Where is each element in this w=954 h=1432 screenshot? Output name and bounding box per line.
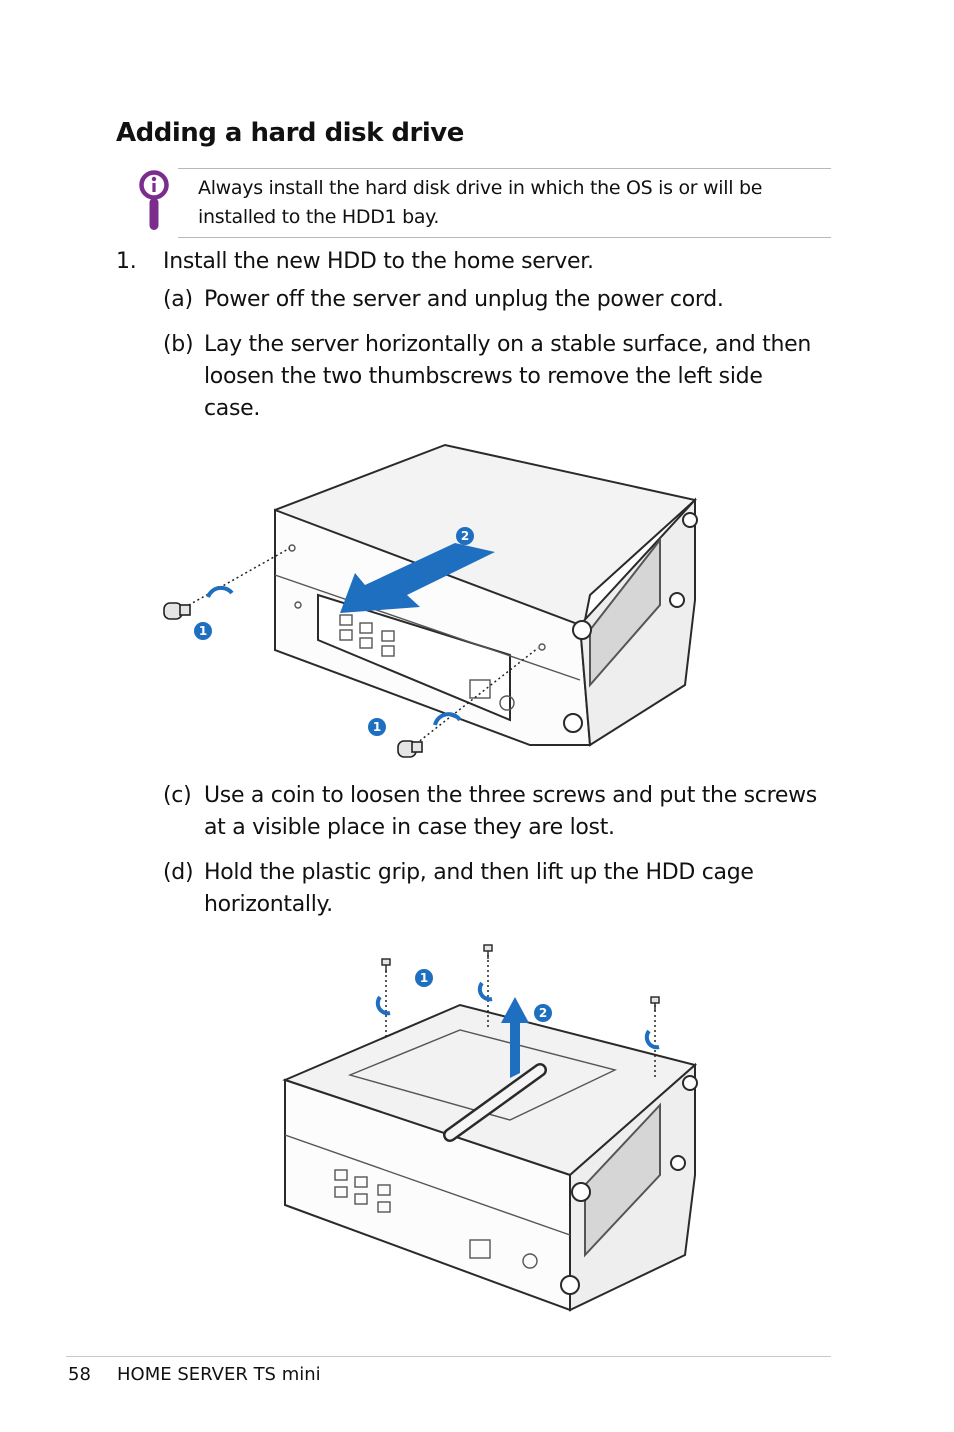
- callout-1b: 1: [373, 720, 381, 734]
- footer-title: HOME SERVER TS mini: [117, 1364, 321, 1385]
- footer-rule: [66, 1356, 831, 1357]
- note-top-rule: [178, 168, 831, 169]
- substep-text: Use a coin to loosen the three screws an…: [204, 783, 817, 840]
- substep-text: Power off the server and unplug the powe…: [204, 287, 724, 312]
- substep-label: (c): [163, 783, 192, 808]
- substep-label: (a): [163, 287, 193, 312]
- note-bottom-rule: [178, 237, 831, 238]
- page-title: Adding a hard disk drive: [116, 118, 464, 148]
- substep-text: Lay the server horizontally on a stable …: [204, 332, 812, 421]
- callout-1: 1: [420, 971, 428, 985]
- substep-label: (d): [163, 860, 194, 885]
- magnifier-note-icon: [139, 170, 169, 230]
- callout-1a: 1: [199, 624, 207, 638]
- step-number: 1.: [116, 249, 137, 274]
- callout-2: 2: [461, 529, 469, 543]
- substep-text: Hold the plastic grip, and then lift up …: [204, 860, 754, 917]
- page-number: 58: [68, 1364, 91, 1385]
- substep-label: (b): [163, 332, 194, 357]
- note-text: Always install the hard disk drive in wh…: [198, 177, 763, 228]
- figure-remove-side-case: 1 1 2: [163, 443, 698, 758]
- figure-lift-hdd-cage: 1 2: [282, 944, 698, 1312]
- step-text: Install the new HDD to the home server.: [163, 249, 594, 274]
- callout-2: 2: [539, 1006, 547, 1020]
